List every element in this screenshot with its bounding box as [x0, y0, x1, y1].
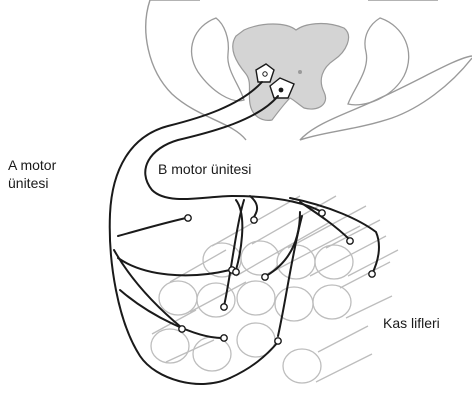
muscle-fiber-bundle — [151, 196, 398, 383]
end-plate — [319, 210, 325, 216]
end-plate — [221, 335, 227, 341]
axon-a-branch — [118, 218, 186, 236]
grey-matter — [233, 24, 349, 121]
end-plate — [185, 215, 191, 221]
muscle-fiber — [159, 281, 197, 315]
label-motor-unit-a: A motor ünitesi — [8, 156, 56, 192]
muscle-fiber — [237, 281, 275, 315]
central-canal — [298, 70, 302, 74]
end-plate — [251, 217, 257, 223]
muscle-fiber — [315, 245, 353, 279]
end-plate — [262, 274, 268, 280]
end-plate — [221, 304, 227, 310]
end-plate — [233, 269, 239, 275]
muscle-fiber — [275, 287, 313, 321]
end-plate — [369, 271, 375, 277]
muscle-fiber-tube — [316, 326, 372, 382]
label-motor-unit-b: B motor ünitesi — [158, 160, 251, 178]
muscle-fiber — [197, 283, 235, 317]
muscle-fiber — [151, 329, 189, 363]
end-plate — [179, 326, 185, 332]
white-matter-right — [348, 18, 409, 105]
muscle-fiber — [313, 285, 351, 319]
label-motor-unit-a-line2: ünitesi — [8, 174, 56, 192]
label-motor-unit-a-line1: A motor — [8, 156, 56, 174]
axon-b-main — [145, 96, 278, 199]
motor-neuron-nucleus-b — [279, 88, 284, 93]
end-plate — [347, 238, 353, 244]
label-muscle-fibers: Kas lifleri — [383, 314, 440, 332]
muscle-fiber — [193, 337, 231, 371]
end-plate — [275, 338, 281, 344]
muscle-fiber — [283, 349, 321, 383]
